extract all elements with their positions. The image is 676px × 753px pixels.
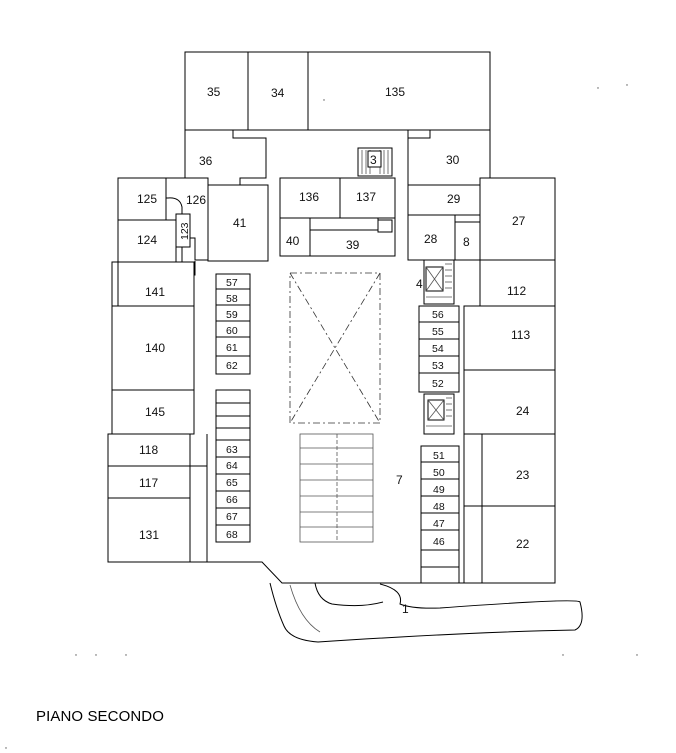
- room-136[interactable]: [279, 177, 341, 219]
- label-41: 41: [233, 216, 247, 230]
- offices-63-68: [215, 439, 251, 543]
- room-22[interactable]: [481, 505, 556, 584]
- label-123: 123: [179, 222, 191, 240]
- label-141: 141: [145, 285, 165, 299]
- label-136: 136: [299, 190, 319, 204]
- label-60: 60: [226, 325, 238, 337]
- offices-blank: [215, 389, 251, 441]
- stair-4[interactable]: [423, 259, 455, 305]
- label-57: 57: [226, 277, 238, 289]
- label-35: 35: [207, 85, 221, 99]
- label-34: 34: [271, 86, 285, 100]
- label-66: 66: [226, 494, 238, 506]
- label-30: 30: [446, 153, 460, 167]
- room-145[interactable]: [111, 389, 195, 435]
- label-54: 54: [432, 343, 444, 355]
- atrium-void: [289, 272, 381, 424]
- label-56: 56: [432, 309, 444, 321]
- label-58: 58: [226, 293, 238, 305]
- label-36: 36: [199, 154, 213, 168]
- label-113: 113: [511, 328, 530, 342]
- room-34[interactable]: [247, 51, 309, 131]
- label-22: 22: [516, 537, 530, 551]
- label-3: 3: [370, 153, 377, 167]
- label-117: 117: [139, 476, 158, 490]
- scatter-dots: [5, 84, 638, 749]
- offices-51-46: [420, 445, 460, 584]
- label-67: 67: [226, 511, 238, 523]
- label-118: 118: [139, 443, 158, 457]
- room-36[interactable]: [184, 129, 267, 186]
- label-49: 49: [433, 484, 445, 496]
- label-40: 40: [286, 234, 300, 248]
- label-145: 145: [145, 405, 165, 419]
- room-113[interactable]: [463, 305, 556, 371]
- label-61: 61: [226, 342, 238, 354]
- label-53: 53: [432, 360, 444, 372]
- label-62: 62: [226, 360, 238, 372]
- label-135: 135: [385, 85, 405, 99]
- label-63: 63: [226, 444, 238, 456]
- label-27: 27: [512, 214, 526, 228]
- room-140[interactable]: [111, 305, 195, 391]
- room-118[interactable]: [107, 433, 191, 467]
- room-137[interactable]: [339, 177, 396, 219]
- label-112: 112: [507, 284, 526, 298]
- label-137: 137: [356, 190, 376, 204]
- room-40[interactable]: [279, 217, 311, 257]
- room-124[interactable]: [117, 219, 177, 263]
- stair-lower[interactable]: [423, 393, 455, 435]
- label-46: 46: [433, 536, 445, 548]
- label-23: 23: [516, 468, 530, 482]
- room-112[interactable]: [479, 259, 556, 307]
- label-65: 65: [226, 477, 238, 489]
- label-48: 48: [433, 501, 445, 513]
- room-23[interactable]: [481, 433, 556, 507]
- room-29[interactable]: [407, 184, 481, 216]
- label-28: 28: [424, 232, 438, 246]
- room-27[interactable]: [479, 177, 556, 261]
- label-124: 124: [137, 233, 157, 247]
- label-51: 51: [433, 450, 445, 462]
- label-47: 47: [433, 518, 445, 530]
- label-39: 39: [346, 238, 360, 252]
- label-55: 55: [432, 326, 444, 338]
- desk-grid: [299, 433, 374, 543]
- label-1: 1: [402, 602, 409, 616]
- ramp-1[interactable]: [269, 582, 583, 643]
- label-126: 126: [186, 193, 206, 207]
- label-64: 64: [226, 460, 238, 472]
- label-29: 29: [447, 192, 461, 206]
- room-141[interactable]: [117, 261, 195, 307]
- room-28[interactable]: [407, 214, 456, 261]
- label-131: 131: [139, 528, 159, 542]
- label-52: 52: [432, 378, 444, 390]
- label-24: 24: [516, 404, 530, 418]
- label-8: 8: [463, 235, 470, 249]
- label-50: 50: [433, 467, 445, 479]
- stair-3[interactable]: [357, 147, 393, 177]
- label-59: 59: [226, 309, 238, 321]
- room-41[interactable]: [207, 184, 269, 262]
- label-7: 7: [396, 473, 403, 487]
- room-24[interactable]: [463, 369, 556, 435]
- offices-57-62: [215, 273, 251, 375]
- label-140: 140: [145, 341, 165, 355]
- floor-caption: PIANO SECONDO: [36, 708, 164, 725]
- label-68: 68: [226, 529, 238, 541]
- label-4: 4: [416, 277, 423, 291]
- room-125[interactable]: [117, 177, 167, 221]
- room-131[interactable]: [107, 497, 191, 563]
- label-125: 125: [137, 192, 157, 206]
- room-135[interactable]: [307, 51, 491, 131]
- offices-56-52: [418, 305, 460, 393]
